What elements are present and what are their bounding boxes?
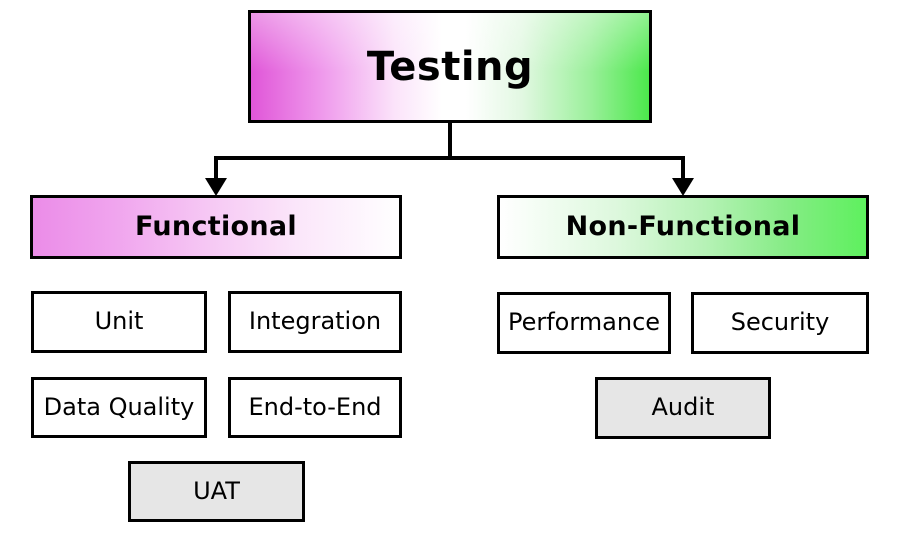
node-data-quality[interactable]: Data Quality — [31, 377, 207, 438]
node-security[interactable]: Security — [691, 292, 869, 354]
arrowhead-functional — [205, 178, 227, 196]
node-end-to-end[interactable]: End-to-End — [228, 377, 402, 438]
arrowhead-nonfunctional — [672, 178, 694, 196]
node-integration[interactable]: Integration — [228, 291, 402, 353]
node-testing[interactable]: Testing — [248, 10, 652, 123]
node-performance[interactable]: Performance — [497, 292, 671, 354]
node-functional[interactable]: Functional — [30, 195, 402, 259]
node-audit[interactable]: Audit — [595, 377, 771, 439]
node-nonfunctional[interactable]: Non-Functional — [497, 195, 869, 259]
node-unit[interactable]: Unit — [31, 291, 207, 353]
node-uat[interactable]: UAT — [128, 461, 305, 522]
